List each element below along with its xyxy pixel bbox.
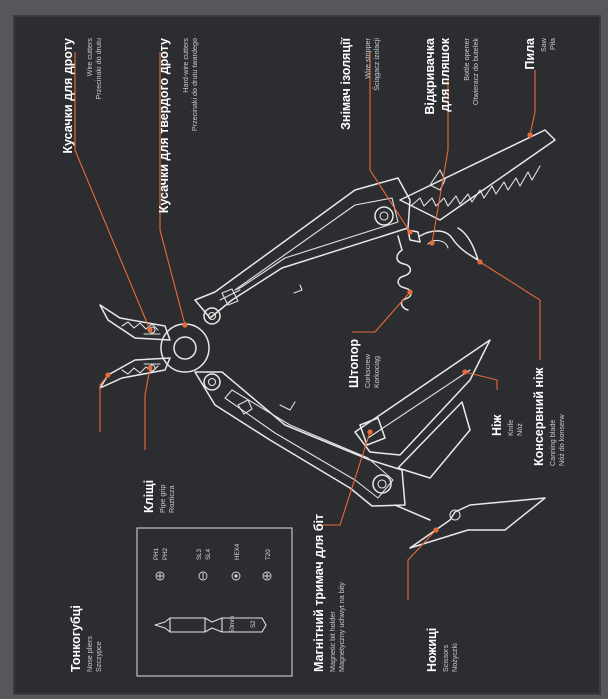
bottle-opener-title-2: для пляшок bbox=[438, 37, 452, 111]
nose-pliers-pl: Szczypce bbox=[94, 641, 103, 672]
slotted-icon bbox=[198, 571, 208, 581]
label-pipe-grip: Кліщі Pipe grip Rozticza bbox=[142, 480, 176, 513]
hard-wire-cutters-pl: Przecinaki do drutu twardego bbox=[190, 38, 199, 131]
phillips-icon bbox=[155, 571, 165, 581]
corkscrew-title: Штопор bbox=[347, 339, 361, 388]
torx-icon bbox=[262, 571, 272, 581]
leader-lines bbox=[74, 52, 541, 600]
saw-title: Пила bbox=[523, 37, 537, 70]
bit-size-label: 50mm bbox=[229, 616, 236, 633]
bottle-opener-title-1: Відкривачка bbox=[423, 37, 437, 115]
bottle-opener-en: Bottle opener bbox=[462, 37, 471, 80]
canning-blade-title: Консервний ніж bbox=[532, 368, 546, 466]
bit-code-label: S2 bbox=[250, 620, 257, 628]
hard-wire-cutters-title: Кусачки для твердого дроту bbox=[157, 38, 171, 213]
nose-pliers-title: Тонкогубці bbox=[69, 605, 83, 672]
wire-stripper-pl: Ściągacz izolacji bbox=[372, 38, 381, 91]
pipe-grip-title: Кліщі bbox=[142, 480, 156, 513]
wire-cutters-pl: Przecinaki do drutu bbox=[94, 38, 103, 100]
hard-wire-cutters-en: Hard-wire cutters bbox=[181, 38, 190, 93]
bit-label-sl3: SL3 bbox=[196, 548, 203, 560]
corkscrew-pl: Korkociąg bbox=[372, 356, 381, 388]
scissors-title: Ножиці bbox=[425, 628, 439, 672]
canning-blade-pl: Nóż do konserw bbox=[557, 414, 566, 466]
label-saw: Пила Saw Piła bbox=[523, 37, 557, 70]
nose-pliers-en: Nose pliers bbox=[85, 636, 94, 672]
label-hard-wire-cutters: Кусачки для твердого дроту Hard-wire cut… bbox=[157, 38, 199, 214]
wire-stripper-en: Wire stripper bbox=[363, 37, 372, 78]
box-panel bbox=[14, 16, 600, 694]
canning-blade-en: Canning blade bbox=[548, 420, 557, 466]
knife-pl: Nóż bbox=[515, 423, 524, 436]
pipe-grip-pl: Rozticza bbox=[167, 485, 176, 513]
knife-title: Ніж bbox=[490, 415, 504, 437]
pipe-grip-en: Pipe grip bbox=[158, 485, 167, 513]
wire-stripper-title: Знімач ізоляції bbox=[339, 38, 353, 130]
scissors-en: Scissors bbox=[441, 644, 450, 672]
bit-label-t20: T20 bbox=[265, 549, 272, 560]
label-bottle-opener: Відкривачка для пляшок Bottle opener Otw… bbox=[423, 37, 480, 115]
saw-pl: Piła bbox=[548, 38, 557, 50]
bit-label-ph1: PH1 bbox=[153, 547, 160, 560]
bit-holder-title: Магнітний тримач для біт bbox=[312, 514, 326, 672]
saw-en: Saw bbox=[539, 37, 548, 52]
label-wire-stripper: Знімач ізоляції Wire stripper Ściągacz i… bbox=[339, 37, 381, 130]
bit-holder-en: Magnetic bit holder bbox=[328, 611, 337, 672]
label-knife: Ніж Knife Nóż bbox=[490, 415, 524, 437]
label-corkscrew: Штопор Corkscrew Korkociąg bbox=[347, 339, 381, 388]
label-bit-holder: Магнітний тримач для біт Magnetic bit ho… bbox=[312, 514, 346, 672]
label-nose-pliers: Тонкогубці Nose pliers Szczypce bbox=[69, 605, 103, 672]
bit-set-panel: PH1 PH2 SL3 SL4 HEX4 T20 50mm S2 bbox=[136, 527, 293, 677]
label-wire-cutters: Кусачки для дроту Wire cutters Przecinak… bbox=[61, 38, 103, 154]
corkscrew-en: Corkscrew bbox=[363, 353, 372, 388]
bottle-opener-pl: Otwieracz do butelek bbox=[471, 38, 480, 106]
wire-cutters-title: Кусачки для дроту bbox=[61, 38, 75, 154]
multitool-illustration bbox=[99, 129, 556, 549]
wire-cutters-en: Wire cutters bbox=[85, 38, 94, 77]
label-scissors: Ножиці Scissors Nożyczki bbox=[425, 628, 459, 672]
label-canning-blade: Консервний ніж Canning blade Nóż do kons… bbox=[532, 368, 566, 466]
bit-label-ph2: PH2 bbox=[162, 547, 169, 560]
hex-icon bbox=[231, 571, 241, 581]
scissors-pl: Nożyczki bbox=[450, 643, 459, 672]
bit-holder-pl: Magnetyczny uchwyt na bity bbox=[337, 582, 346, 672]
bit-label-sl4: SL4 bbox=[205, 548, 212, 560]
bit-label-hex4: HEX4 bbox=[234, 543, 241, 560]
knife-en: Knife bbox=[506, 420, 515, 436]
